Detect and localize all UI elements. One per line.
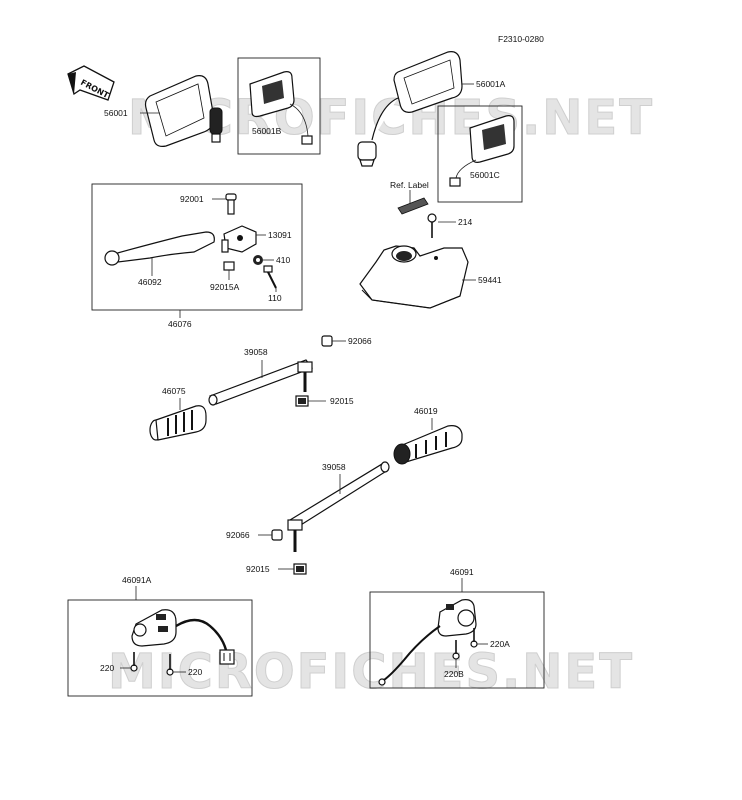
label-220-left: 220 xyxy=(100,663,114,673)
label-92001: 92001 xyxy=(180,194,204,204)
plug-92066-top-icon xyxy=(321,335,333,347)
watermark-bottom: MICROFICHES.NET xyxy=(108,644,634,700)
mirror-56001A-icon xyxy=(357,51,463,167)
front-arrow-icon: FRONT xyxy=(67,65,115,101)
box-56001B xyxy=(237,57,321,155)
label-ref-label: Ref. Label xyxy=(390,180,429,190)
label-13091: 13091 xyxy=(268,230,292,240)
box-46091A xyxy=(67,599,253,697)
mirror-56001-icon xyxy=(144,75,223,147)
label-46075: 46075 xyxy=(162,386,186,396)
label-56001A: 56001A xyxy=(476,79,506,89)
box-46091 xyxy=(369,591,545,689)
label-214: 214 xyxy=(458,217,472,227)
mirror-56001B-icon xyxy=(249,71,313,145)
box-56001C xyxy=(437,105,523,203)
label-46076: 46076 xyxy=(168,319,192,329)
label-46091A: 46091A xyxy=(122,575,152,585)
box-46076 xyxy=(91,183,303,311)
label-59441: 59441 xyxy=(478,275,502,285)
label-92066-top: 92066 xyxy=(348,336,372,346)
label-46091: 46091 xyxy=(450,567,474,577)
label-56001: 56001 xyxy=(104,108,128,118)
bolt-92001-icon xyxy=(225,193,237,215)
label-410: 410 xyxy=(276,255,290,265)
ref-label-sticker-icon xyxy=(397,197,429,215)
plug-92066-bottom-icon xyxy=(271,529,283,541)
holder-13091-icon xyxy=(221,225,257,253)
label-92015-top: 92015 xyxy=(330,396,354,406)
switch-46091-icon xyxy=(378,599,477,686)
handlebar-39058-bottom-icon xyxy=(287,461,390,552)
label-46092: 46092 xyxy=(138,277,162,287)
cover-59441-icon xyxy=(359,245,469,309)
grip-46075-icon xyxy=(149,405,207,441)
mirror-56001C-icon xyxy=(449,115,515,187)
label-220-right: 220 xyxy=(188,667,202,677)
label-56001C: 56001C xyxy=(470,170,500,180)
label-110: 110 xyxy=(268,293,282,303)
label-92066-bottom: 92066 xyxy=(226,530,250,540)
bolt-110-icon xyxy=(263,265,277,289)
nut-92015A-icon xyxy=(223,261,235,271)
label-39058-bottom: 39058 xyxy=(322,462,346,472)
label-46019: 46019 xyxy=(414,406,438,416)
label-220A: 220A xyxy=(490,639,510,649)
diagram-code: F2310-0280 xyxy=(498,34,544,44)
label-92015A: 92015A xyxy=(210,282,240,292)
label-56001B: 56001B xyxy=(252,126,282,136)
label-92015-bottom: 92015 xyxy=(246,564,270,574)
label-39058-top: 39058 xyxy=(244,347,268,357)
label-220B: 220B xyxy=(444,669,464,679)
lever-46092-icon xyxy=(104,231,215,266)
nut-92015-bottom-icon xyxy=(293,563,307,575)
nut-92015-top-icon xyxy=(295,395,309,407)
grip-46019-icon xyxy=(393,425,463,465)
handlebar-39058-top-icon xyxy=(208,359,313,406)
washer-410-icon xyxy=(253,255,263,265)
switch-46091A-icon xyxy=(131,609,235,665)
screw-214-icon xyxy=(427,213,437,238)
